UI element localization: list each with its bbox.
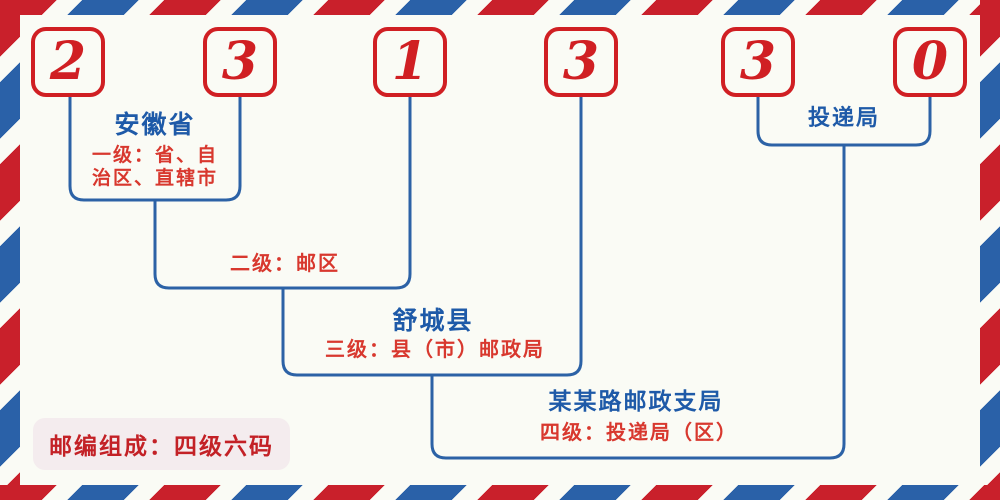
level3-desc: 三级：县（市）邮政局 [325, 339, 545, 361]
county-name: 舒城县 [392, 308, 474, 335]
digit-4: 3 [562, 31, 600, 92]
digit-box-4: 3 [544, 27, 618, 97]
composition-badge: 邮编组成：四级六码 [33, 418, 290, 470]
airmail-border-left [0, 0, 20, 500]
level4-desc: 四级：投递局（区） [540, 422, 738, 444]
level2-desc: 二级：邮区 [230, 253, 340, 275]
digit-1: 2 [49, 31, 87, 92]
digit-box-2: 3 [203, 27, 277, 97]
level1-desc: 一级：省、自 治区、直辖市 [91, 145, 219, 189]
airmail-border-right [980, 0, 1000, 500]
digit-5: 3 [739, 31, 777, 92]
digit-box-1: 2 [31, 27, 105, 97]
bracket-level4 [430, 145, 846, 460]
airmail-border-bottom [0, 485, 1000, 500]
province-name: 安徽省 [114, 112, 196, 139]
digit-6: 0 [911, 31, 949, 92]
airmail-border-top [0, 0, 1000, 15]
digit-box-3: 1 [373, 27, 447, 97]
digit-3: 1 [391, 31, 429, 92]
digit-box-6: 0 [893, 27, 967, 97]
bracket-delivery [756, 97, 932, 147]
delivery-office-name: 投递局 [807, 105, 881, 130]
branch-name: 某某路邮政支局 [548, 389, 724, 414]
digit-2: 3 [221, 31, 259, 92]
digit-box-5: 3 [721, 27, 795, 97]
